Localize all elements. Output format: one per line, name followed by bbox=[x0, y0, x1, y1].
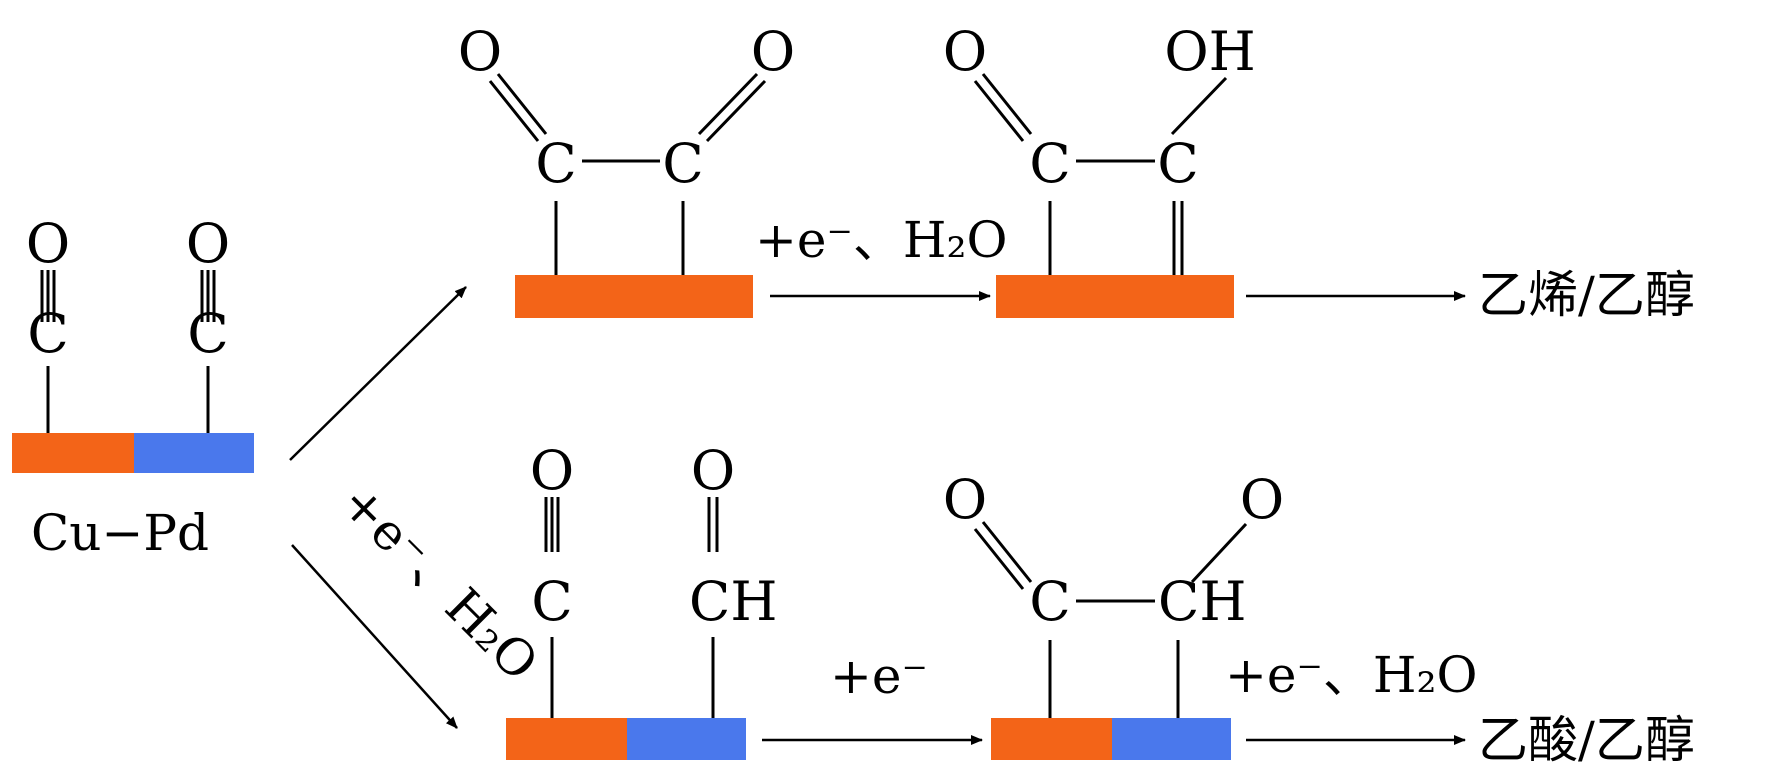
double-bond bbox=[707, 497, 719, 552]
top-intermediate-1: O O C C bbox=[458, 20, 795, 318]
atom-o: O bbox=[186, 212, 230, 275]
double-bond bbox=[973, 73, 1033, 142]
atom-o: O bbox=[26, 212, 70, 275]
triple-bond bbox=[200, 270, 216, 322]
atom-c: C bbox=[1029, 570, 1070, 633]
start-adsorbate: O C O C Cu−Pd bbox=[12, 212, 254, 562]
cu-surface bbox=[515, 275, 753, 318]
pd-surface bbox=[134, 433, 254, 473]
product-bottom: 乙酸/乙醇 bbox=[1478, 711, 1695, 769]
atom-c: C bbox=[662, 132, 703, 195]
atom-o: O bbox=[751, 20, 795, 83]
triple-bond bbox=[544, 497, 560, 552]
c-o-bond bbox=[1190, 522, 1248, 584]
arrow-down-branch bbox=[291, 544, 458, 729]
atom-ch: CH bbox=[1158, 570, 1246, 633]
atom-c: C bbox=[535, 132, 576, 195]
cu-surface bbox=[996, 275, 1234, 318]
triple-bond bbox=[40, 270, 56, 322]
c-oh-bond bbox=[1170, 76, 1228, 136]
bottom-intermediate-2: O O C CH bbox=[943, 468, 1284, 760]
surface-double-bond bbox=[1172, 201, 1184, 275]
atom-o: O bbox=[1240, 468, 1284, 531]
double-bond bbox=[697, 72, 767, 143]
cu-surface bbox=[991, 718, 1112, 760]
reagent-diagonal: +e⁻、H₂O bbox=[330, 472, 550, 692]
atom-oh: OH bbox=[1164, 20, 1255, 83]
reagent-top: +e⁻、H₂O bbox=[755, 211, 1008, 269]
double-bond bbox=[488, 73, 548, 142]
pd-surface bbox=[627, 718, 746, 760]
catalyst-label: Cu−Pd bbox=[31, 504, 209, 562]
atom-o: O bbox=[530, 439, 574, 502]
cu-surface bbox=[506, 718, 627, 760]
pd-surface bbox=[1112, 718, 1231, 760]
atom-c: C bbox=[531, 570, 572, 633]
top-intermediate-2: O OH C C bbox=[943, 20, 1256, 318]
atom-c: C bbox=[187, 302, 228, 365]
reagent-bottom-1: +e⁻ bbox=[830, 647, 928, 705]
atom-o: O bbox=[458, 20, 502, 83]
cu-surface bbox=[12, 433, 134, 473]
arrow-up-branch bbox=[289, 286, 467, 461]
atom-c: C bbox=[27, 302, 68, 365]
atom-o: O bbox=[943, 20, 987, 83]
atom-ch: CH bbox=[689, 570, 777, 633]
product-top: 乙烯/乙醇 bbox=[1478, 266, 1695, 324]
atom-c: C bbox=[1029, 132, 1070, 195]
atom-o: O bbox=[691, 439, 735, 502]
atom-o: O bbox=[943, 468, 987, 531]
bottom-intermediate-1: O C O CH bbox=[506, 439, 777, 760]
atom-c: C bbox=[1157, 132, 1198, 195]
reagent-bottom-2: +e⁻、H₂O bbox=[1225, 646, 1478, 704]
double-bond bbox=[973, 521, 1033, 590]
